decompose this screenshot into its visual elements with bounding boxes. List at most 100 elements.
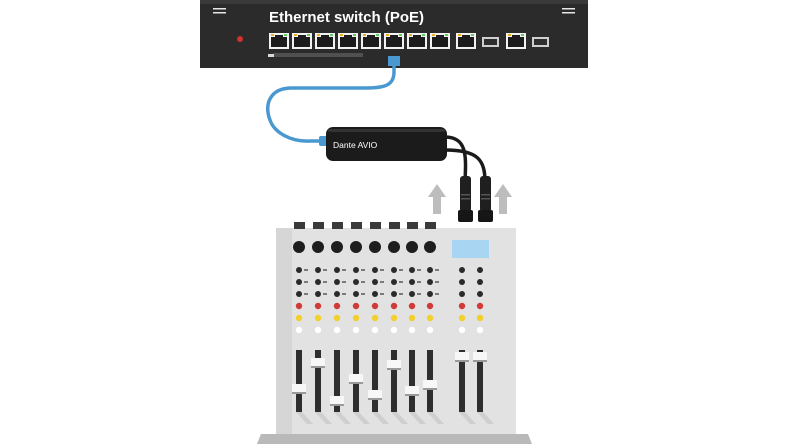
knob-icon bbox=[459, 267, 465, 273]
knob-icon bbox=[409, 267, 415, 273]
knob-icon bbox=[388, 241, 400, 253]
knob-icon bbox=[459, 291, 465, 297]
knob-icon bbox=[352, 326, 360, 334]
dante-avio-adapter: Dante AVIO bbox=[319, 127, 493, 222]
knob-icon bbox=[352, 314, 360, 322]
knob-icon bbox=[312, 241, 324, 253]
knob-icon bbox=[314, 326, 322, 334]
knob-icon bbox=[390, 326, 398, 334]
knob-icon bbox=[293, 241, 305, 253]
knob-icon bbox=[296, 291, 302, 297]
ethernet-port-icon bbox=[430, 33, 450, 49]
knob-icon bbox=[427, 291, 433, 297]
knob-icon bbox=[390, 314, 398, 322]
knob-icon bbox=[458, 314, 466, 322]
sfp-port bbox=[532, 37, 549, 47]
knob-icon bbox=[408, 302, 416, 310]
ethernet-port-icon bbox=[338, 33, 358, 49]
knob-icon bbox=[372, 267, 378, 273]
ethernet-port-icon bbox=[315, 33, 335, 49]
switch-title: Ethernet switch (PoE) bbox=[269, 9, 424, 26]
knob-icon bbox=[350, 241, 362, 253]
fader-icon bbox=[473, 350, 494, 424]
adapter-label: Dante AVIO bbox=[333, 140, 378, 150]
knob-icon bbox=[315, 291, 321, 297]
ethernet-port-icon bbox=[384, 33, 404, 49]
fader-icon bbox=[368, 350, 389, 424]
knob-icon bbox=[334, 267, 340, 273]
knob-icon bbox=[331, 241, 343, 253]
knob-icon bbox=[477, 267, 483, 273]
ethernet-port-icon bbox=[456, 33, 476, 49]
knob-icon bbox=[296, 279, 302, 285]
knob-icon bbox=[353, 279, 359, 285]
knob-icon bbox=[391, 291, 397, 297]
knob-icon bbox=[296, 267, 302, 273]
mixer-base bbox=[257, 434, 532, 444]
knob-icon bbox=[333, 302, 341, 310]
knob-icon bbox=[476, 326, 484, 334]
cable-plug bbox=[388, 56, 400, 66]
adapter-body bbox=[326, 127, 447, 161]
knob-icon bbox=[409, 279, 415, 285]
knob-icon bbox=[371, 302, 379, 310]
knob-icon bbox=[333, 314, 341, 322]
knob-icon bbox=[390, 302, 398, 310]
xlr-connector-icon bbox=[478, 176, 493, 222]
knob-icon bbox=[477, 291, 483, 297]
ethernet-port-icon bbox=[269, 33, 289, 49]
knob-icon bbox=[353, 291, 359, 297]
knob-icon bbox=[314, 302, 322, 310]
knob-icon bbox=[424, 241, 436, 253]
knob-icon bbox=[352, 302, 360, 310]
knob-icon bbox=[406, 241, 418, 253]
knob-icon bbox=[334, 291, 340, 297]
knob-icon bbox=[426, 302, 434, 310]
ethernet-port-icon bbox=[407, 33, 427, 49]
knob-icon bbox=[408, 326, 416, 334]
up-arrow-icon bbox=[494, 184, 512, 214]
ethernet-port-icon bbox=[506, 33, 526, 49]
mixer-controls bbox=[292, 222, 494, 424]
knob-icon bbox=[333, 326, 341, 334]
knob-icon bbox=[477, 279, 483, 285]
knob-icon bbox=[476, 314, 484, 322]
knob-icon bbox=[295, 302, 303, 310]
fader-icon bbox=[455, 350, 476, 424]
knob-icon bbox=[458, 326, 466, 334]
knob-icon bbox=[426, 314, 434, 322]
knob-icon bbox=[391, 267, 397, 273]
knob-icon bbox=[295, 314, 303, 322]
xlr-connector-icon bbox=[458, 176, 473, 222]
knob-icon bbox=[427, 267, 433, 273]
knob-icon bbox=[372, 291, 378, 297]
knob-icon bbox=[458, 302, 466, 310]
knob-icon bbox=[409, 291, 415, 297]
knob-icon bbox=[427, 279, 433, 285]
knob-icon bbox=[315, 279, 321, 285]
knob-icon bbox=[369, 241, 381, 253]
knob-icon bbox=[372, 279, 378, 285]
fader-icon bbox=[292, 350, 313, 424]
fader-icon bbox=[387, 350, 408, 424]
knob-icon bbox=[391, 279, 397, 285]
ethernet-port-icon bbox=[361, 33, 381, 49]
knob-icon bbox=[476, 302, 484, 310]
knob-icon bbox=[371, 314, 379, 322]
knob-icon bbox=[334, 279, 340, 285]
knob-icon bbox=[459, 279, 465, 285]
fader-icon bbox=[330, 350, 351, 424]
knob-icon bbox=[371, 326, 379, 334]
fader-icon bbox=[423, 350, 444, 424]
fader-icon bbox=[311, 350, 332, 424]
knob-icon bbox=[353, 267, 359, 273]
knob-icon bbox=[315, 267, 321, 273]
ethernet-port-icon bbox=[292, 33, 312, 49]
fader-icon bbox=[405, 350, 426, 424]
ethernet-cable bbox=[266, 58, 396, 143]
audio-mixer bbox=[257, 222, 532, 444]
power-led-icon bbox=[237, 36, 243, 42]
up-arrow-icon bbox=[428, 184, 446, 214]
fader-icon bbox=[349, 350, 370, 424]
